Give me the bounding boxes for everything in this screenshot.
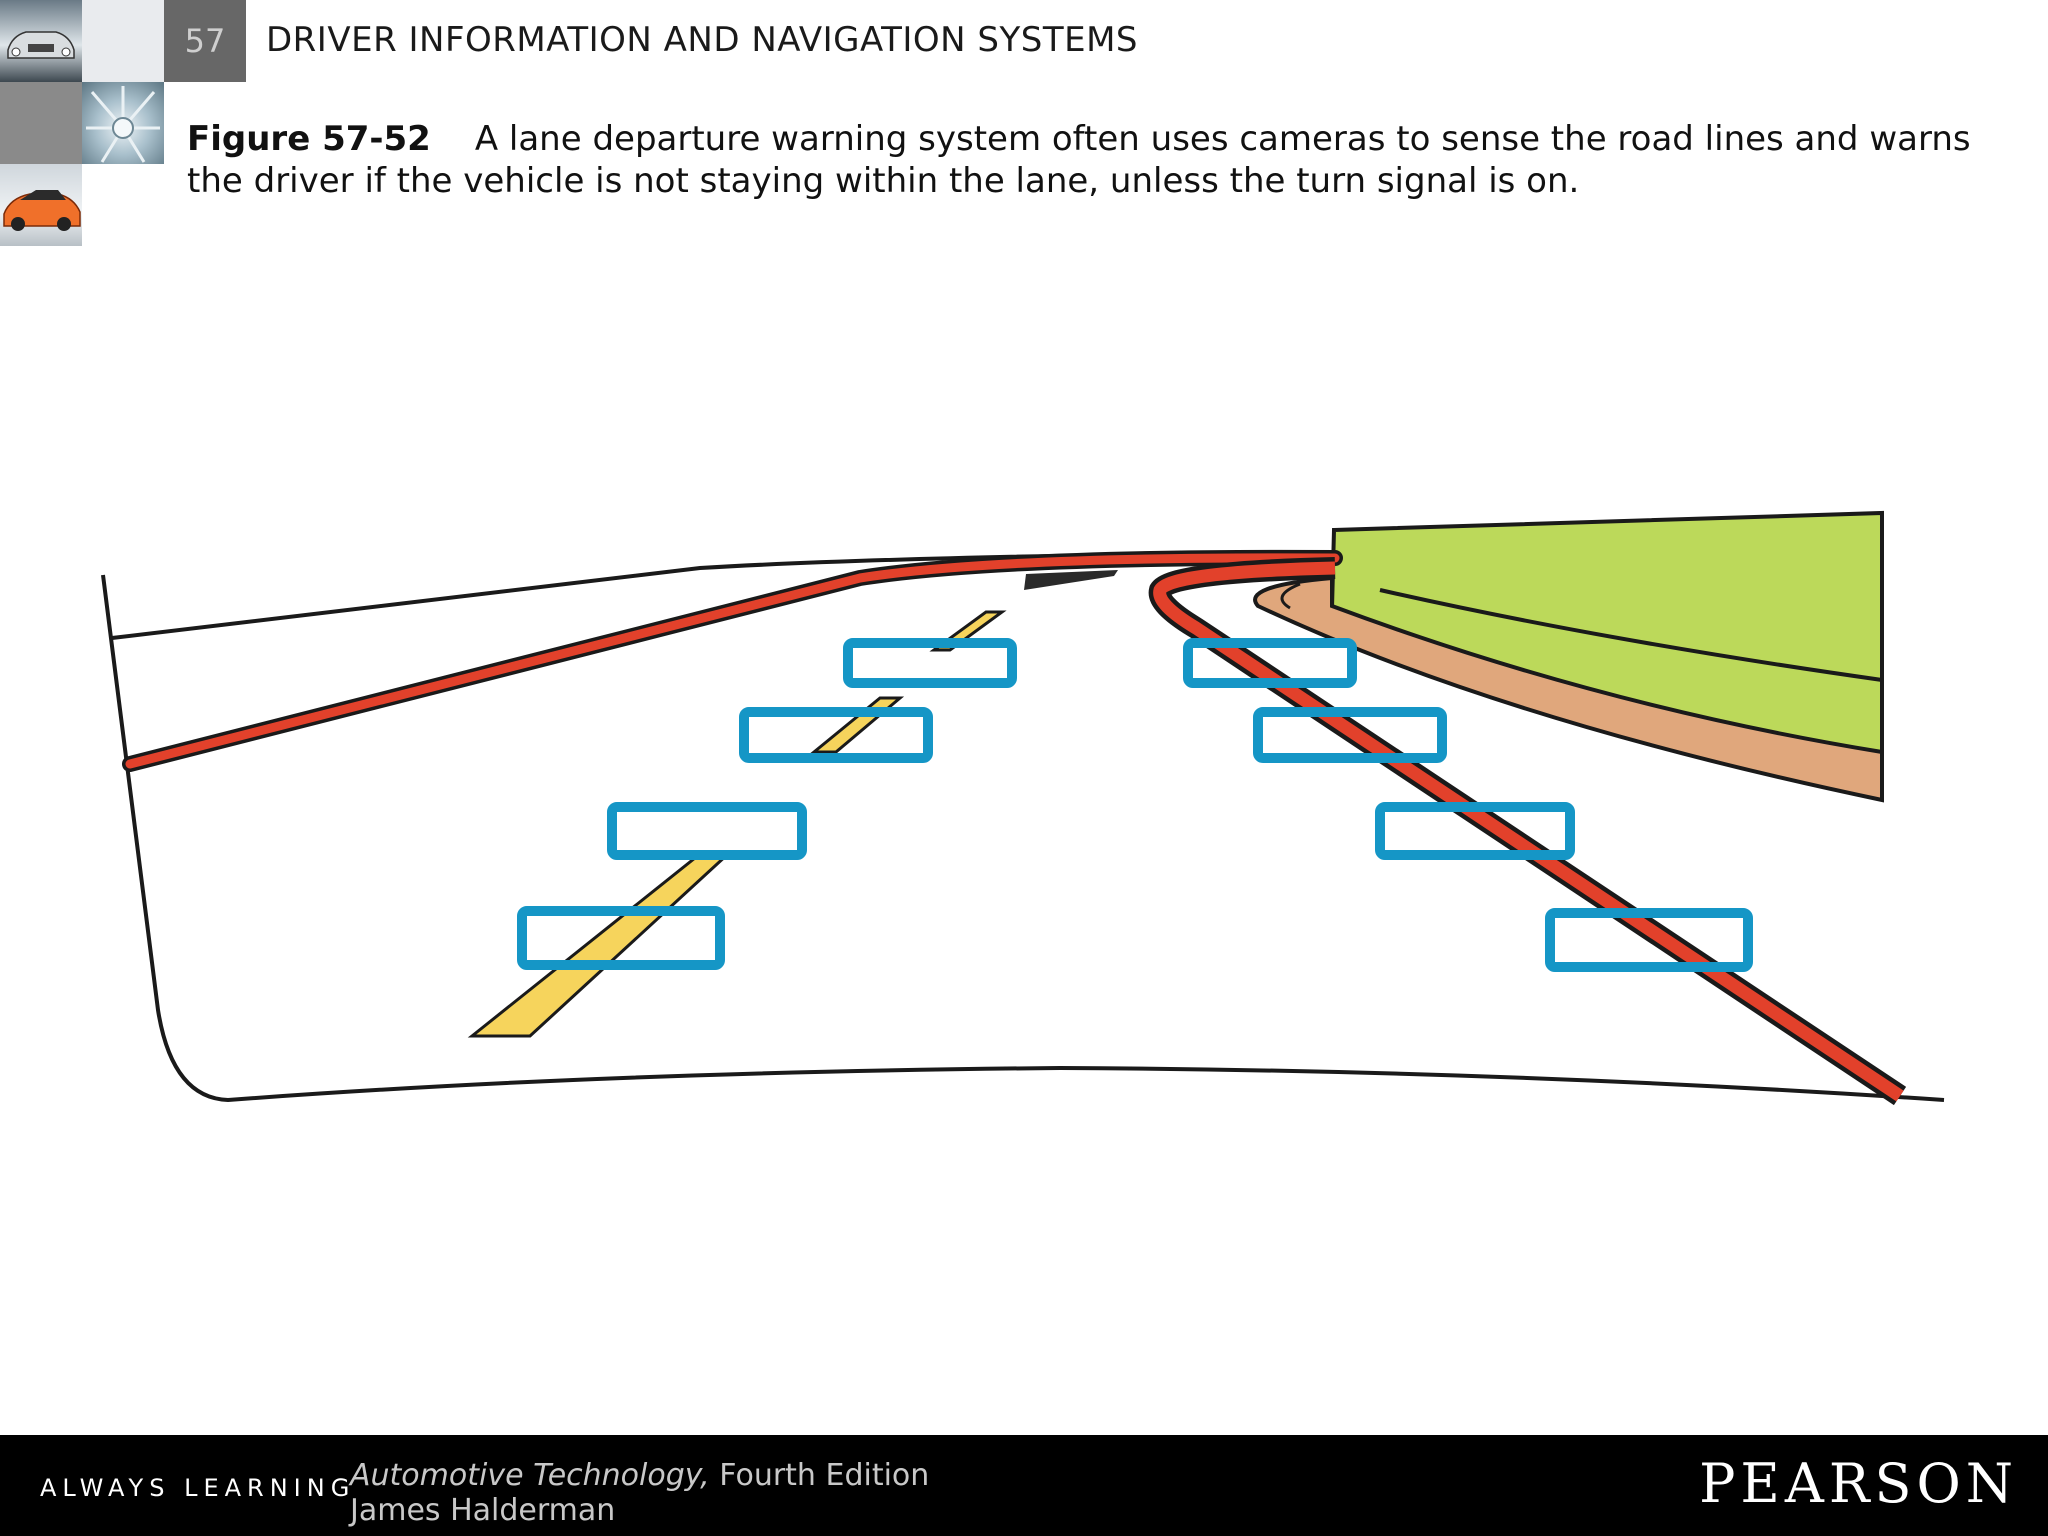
caption-text: A lane departure warning system often us… [187, 119, 1971, 201]
book-title: Automotive Technology, [350, 1458, 710, 1493]
sensor-box-left-2 [739, 707, 933, 763]
shoulder [1253, 575, 1884, 803]
sensor-box-right-4 [1545, 908, 1753, 972]
header-tile [82, 0, 164, 82]
turbine-photo-icon [82, 82, 164, 164]
figure-label: Figure 57-52 [187, 119, 431, 159]
grass-divider [1379, 588, 1883, 682]
shoulder-edge [1280, 582, 1301, 610]
footer-tagline: ALWAYS LEARNING [40, 1474, 356, 1502]
publisher-logo: PEARSON [1699, 1452, 2018, 1515]
center-dash-2 [809, 696, 905, 754]
footer-bar [0, 1435, 2048, 1536]
sensor-box-left-1 [843, 638, 1017, 688]
car-photo-icon [0, 0, 82, 82]
sensor-box-left-4 [517, 906, 725, 970]
header-tile [0, 82, 82, 164]
book-edition: Fourth Edition [719, 1458, 930, 1493]
chapter-title: DRIVER INFORMATION AND NAVIGATION SYSTEM… [266, 20, 1139, 60]
sensor-box-right-3 [1375, 802, 1575, 860]
center-dash-3 [467, 852, 732, 1038]
chapter-number: 57 [184, 22, 226, 60]
road-outline [101, 574, 1945, 1103]
center-dash-far [1024, 570, 1118, 590]
book-info: Automotive Technology, Fourth Edition [350, 1458, 929, 1493]
sensor-box-left-3 [607, 802, 807, 860]
sensor-box-right-2 [1253, 707, 1447, 763]
sensor-box-right-1 [1183, 638, 1357, 688]
chapter-number-tile [164, 0, 246, 82]
book-author: James Halderman [350, 1493, 616, 1528]
sports-car-photo-icon [0, 164, 82, 246]
